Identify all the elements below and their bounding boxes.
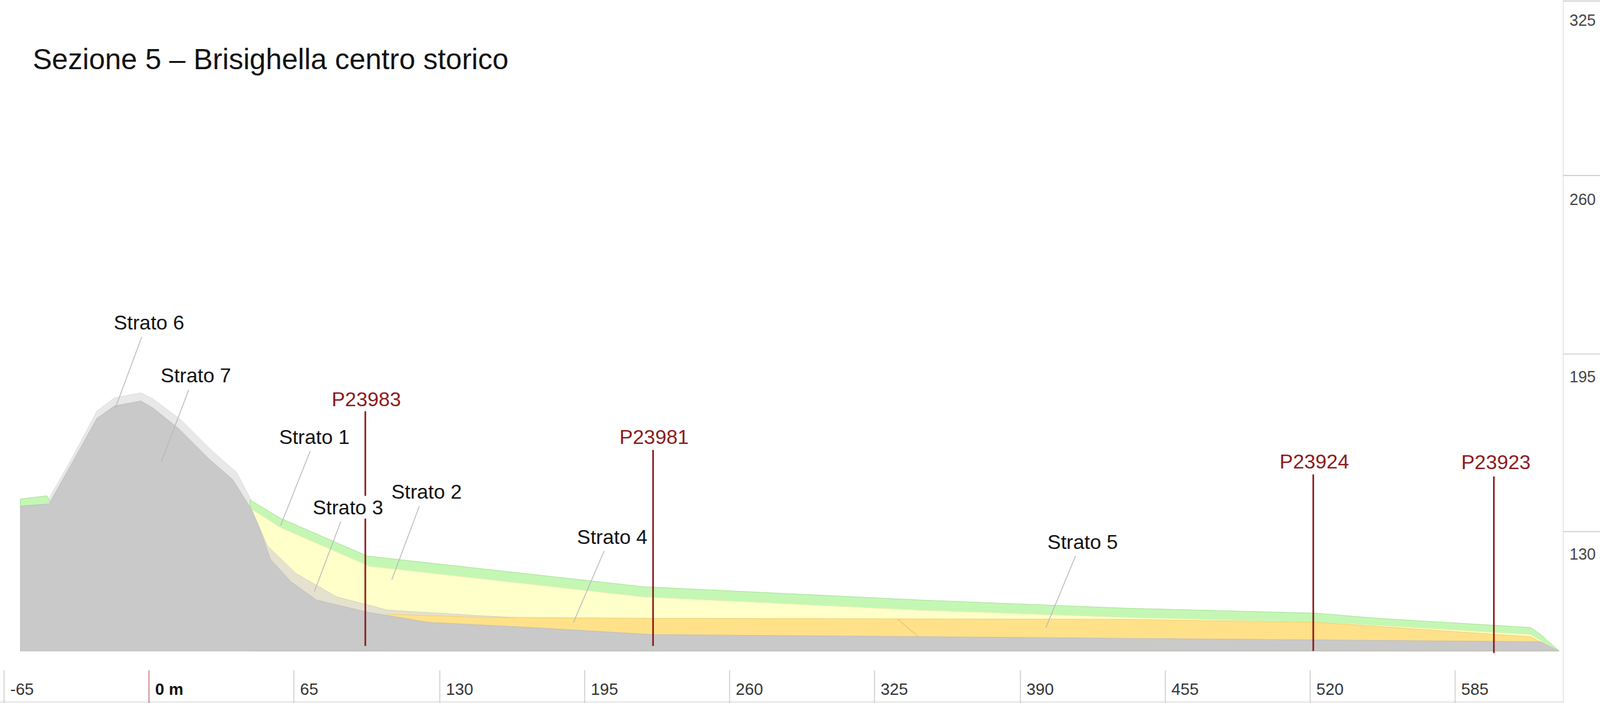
distance-value: 325 <box>880 680 908 700</box>
strato-7-bedrock <box>20 401 1560 652</box>
distance-value: 390 <box>1026 680 1054 700</box>
layer-label: Strato 4 <box>575 524 650 549</box>
distance-value: 0 m <box>155 680 184 700</box>
layer-label: Strato 3 <box>310 495 385 519</box>
distance-value: 520 <box>1316 680 1344 700</box>
elevation-value: 325 <box>1569 11 1597 30</box>
distance-value: 195 <box>590 680 618 700</box>
layer-label: Strato 6 <box>111 310 187 334</box>
distance-value: 65 <box>299 680 319 700</box>
borehole-label: P23923 <box>1459 450 1533 475</box>
distance-ticks <box>3 670 1455 703</box>
distance-value: 455 <box>1171 680 1199 700</box>
elevation-value: 195 <box>1569 367 1597 387</box>
layer-label: Strato 7 <box>159 364 234 388</box>
distance-value: 260 <box>735 680 763 700</box>
distance-value: 130 <box>445 680 473 700</box>
elevation-ticks <box>1563 1 1600 532</box>
borehole-line <box>365 411 1494 654</box>
axis-line <box>1562 0 1565 703</box>
layer-label: Strato 5 <box>1045 529 1120 554</box>
elevation-value: 130 <box>1569 545 1597 564</box>
distance-value: -65 <box>10 680 34 700</box>
elevation-value: 260 <box>1569 189 1597 209</box>
borehole-label: P23924 <box>1277 449 1351 473</box>
section-title: Sezione 5 – Brisighella centro storico <box>32 42 509 77</box>
borehole-label: P23981 <box>617 424 691 449</box>
layer-label: Strato 1 <box>277 424 352 449</box>
distance-value: 585 <box>1461 680 1489 700</box>
layer-label: Strato 2 <box>389 480 464 504</box>
strato-boundary <box>897 619 918 637</box>
borehole-label: P23983 <box>330 387 403 411</box>
origin-tick <box>148 670 150 703</box>
axis-line <box>0 701 1564 703</box>
leader-line <box>115 336 1076 627</box>
